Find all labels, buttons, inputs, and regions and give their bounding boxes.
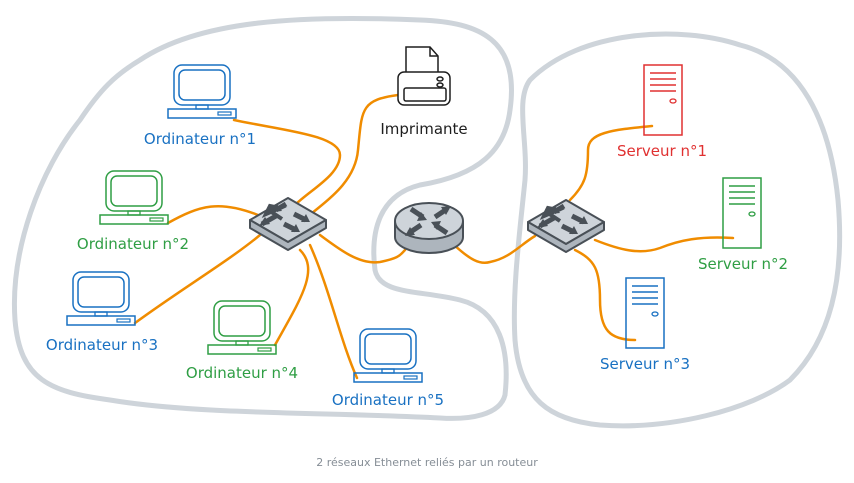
computer-4-label: Ordinateur n°4 bbox=[186, 364, 298, 382]
computer-3-label: Ordinateur n°3 bbox=[46, 336, 158, 354]
computer-5-label: Ordinateur n°5 bbox=[332, 391, 444, 409]
switch-icon bbox=[528, 200, 604, 252]
server-1[interactable] bbox=[643, 64, 683, 136]
router-icon bbox=[394, 202, 464, 254]
cables bbox=[133, 93, 735, 380]
router[interactable] bbox=[394, 202, 464, 254]
computer-5[interactable] bbox=[353, 328, 423, 383]
server-1-label: Serveur n°1 bbox=[617, 142, 707, 160]
computer-2[interactable] bbox=[99, 170, 169, 225]
server-icon bbox=[625, 277, 665, 349]
computer-icon bbox=[99, 170, 169, 225]
server-2-label: Serveur n°2 bbox=[698, 255, 788, 273]
computer-icon bbox=[167, 64, 237, 119]
printer[interactable] bbox=[397, 46, 451, 106]
computer-icon bbox=[207, 300, 277, 355]
server-3[interactable] bbox=[625, 277, 665, 349]
computer-icon bbox=[353, 328, 423, 383]
computer-1-label: Ordinateur n°1 bbox=[144, 130, 256, 148]
computer-3[interactable] bbox=[66, 271, 136, 326]
computer-icon bbox=[66, 271, 136, 326]
switch-right[interactable] bbox=[528, 200, 604, 252]
switch-left[interactable] bbox=[250, 198, 326, 250]
printer-icon bbox=[397, 46, 451, 106]
switch-icon bbox=[250, 198, 326, 250]
server-icon bbox=[643, 64, 683, 136]
server-3-label: Serveur n°3 bbox=[600, 355, 690, 373]
network-zone-right bbox=[511, 31, 843, 429]
diagram-caption: 2 réseaux Ethernet reliés par un routeur bbox=[316, 456, 538, 469]
computer-1[interactable] bbox=[167, 64, 237, 119]
computer-4[interactable] bbox=[207, 300, 277, 355]
network-zone-left bbox=[11, 15, 514, 421]
printer-label: Imprimante bbox=[380, 120, 467, 138]
computer-2-label: Ordinateur n°2 bbox=[77, 235, 189, 253]
